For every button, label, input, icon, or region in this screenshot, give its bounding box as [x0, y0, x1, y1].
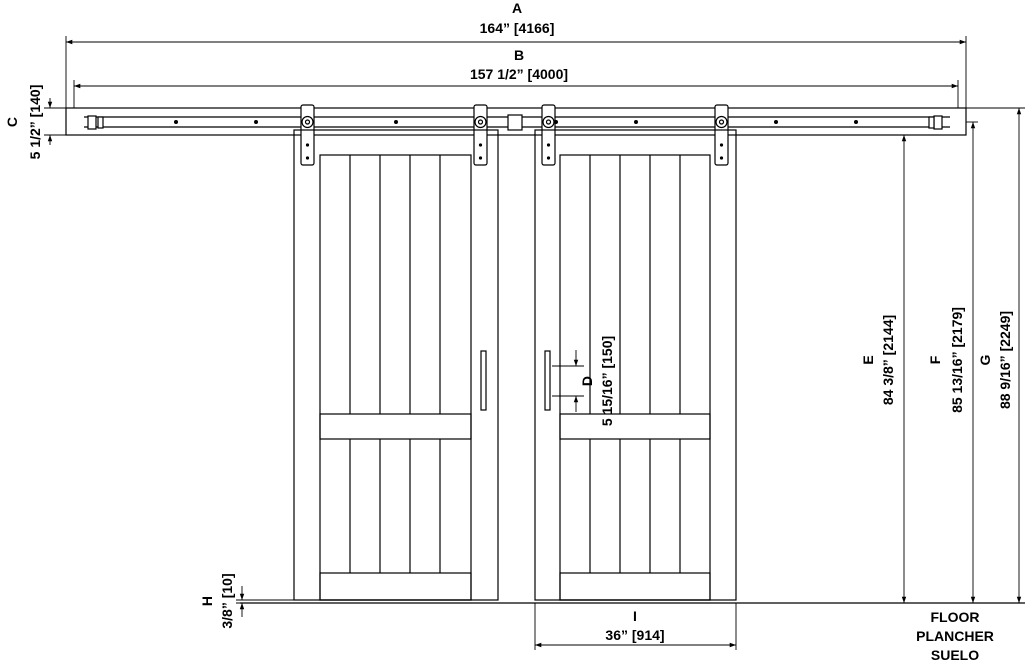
dimension-h-letter: H: [199, 596, 215, 606]
dimension-d-letter: D: [579, 376, 595, 386]
center-spacer: [507, 114, 523, 131]
right-end-stop: [933, 115, 943, 130]
floor-label-es: SUELO: [931, 647, 979, 663]
dimension-g-letter: G: [977, 354, 993, 365]
dimension-c-letter: C: [4, 117, 20, 127]
floor-label-en: FLOOR: [931, 609, 980, 625]
dimension-h: H 3/8” [10]: [199, 573, 294, 629]
dimension-e-value: 84 3/8” [2144]: [880, 315, 896, 405]
dimension-f-letter: F: [927, 355, 943, 364]
left-end-stop: [87, 115, 97, 130]
dimension-e: E 84 3/8” [2144]: [860, 134, 912, 603]
dimension-a-value: 164” [4166]: [480, 20, 555, 36]
floor-label: FLOOR PLANCHER SUELO: [916, 609, 994, 663]
hanger-1: [300, 104, 315, 166]
dimension-d: D 5 15/16” [150]: [552, 336, 615, 426]
right-door-handle: [544, 350, 551, 411]
dimension-i-letter: I: [633, 608, 637, 624]
left-door: [293, 129, 499, 601]
right-door: [534, 129, 737, 601]
hanger-2: [473, 104, 488, 166]
dimension-a: A 164” [4166]: [65, 0, 967, 108]
dimension-i: I 36” [914]: [534, 603, 737, 650]
dimension-c: C 5 1/2” [140]: [4, 85, 66, 160]
floor-label-fr: PLANCHER: [916, 628, 994, 644]
dimension-c-value: 5 1/2” [140]: [27, 85, 43, 160]
hanger-4: [714, 104, 729, 166]
dimension-g: G 88 9/16” [2249]: [966, 107, 1025, 603]
left-door-handle: [480, 350, 487, 411]
dimension-b-letter: B: [514, 47, 524, 63]
dimension-h-value: 3/8” [10]: [219, 573, 235, 628]
track-rail: [65, 107, 967, 136]
dimension-g-value: 88 9/16” [2249]: [997, 311, 1013, 409]
dimension-b-value: 157 1/2” [4000]: [470, 66, 568, 82]
dimension-a-letter: A: [512, 0, 522, 16]
dimension-i-value: 36” [914]: [605, 627, 664, 643]
dimension-f-value: 85 13/16” [2179]: [949, 307, 965, 413]
dimension-d-value: 5 15/16” [150]: [599, 336, 615, 426]
dimension-b: B 157 1/2” [4000]: [73, 47, 959, 108]
dimension-e-letter: E: [860, 355, 876, 364]
dimension-f: F 85 13/16” [2179]: [927, 121, 978, 603]
hanger-3: [541, 104, 556, 166]
